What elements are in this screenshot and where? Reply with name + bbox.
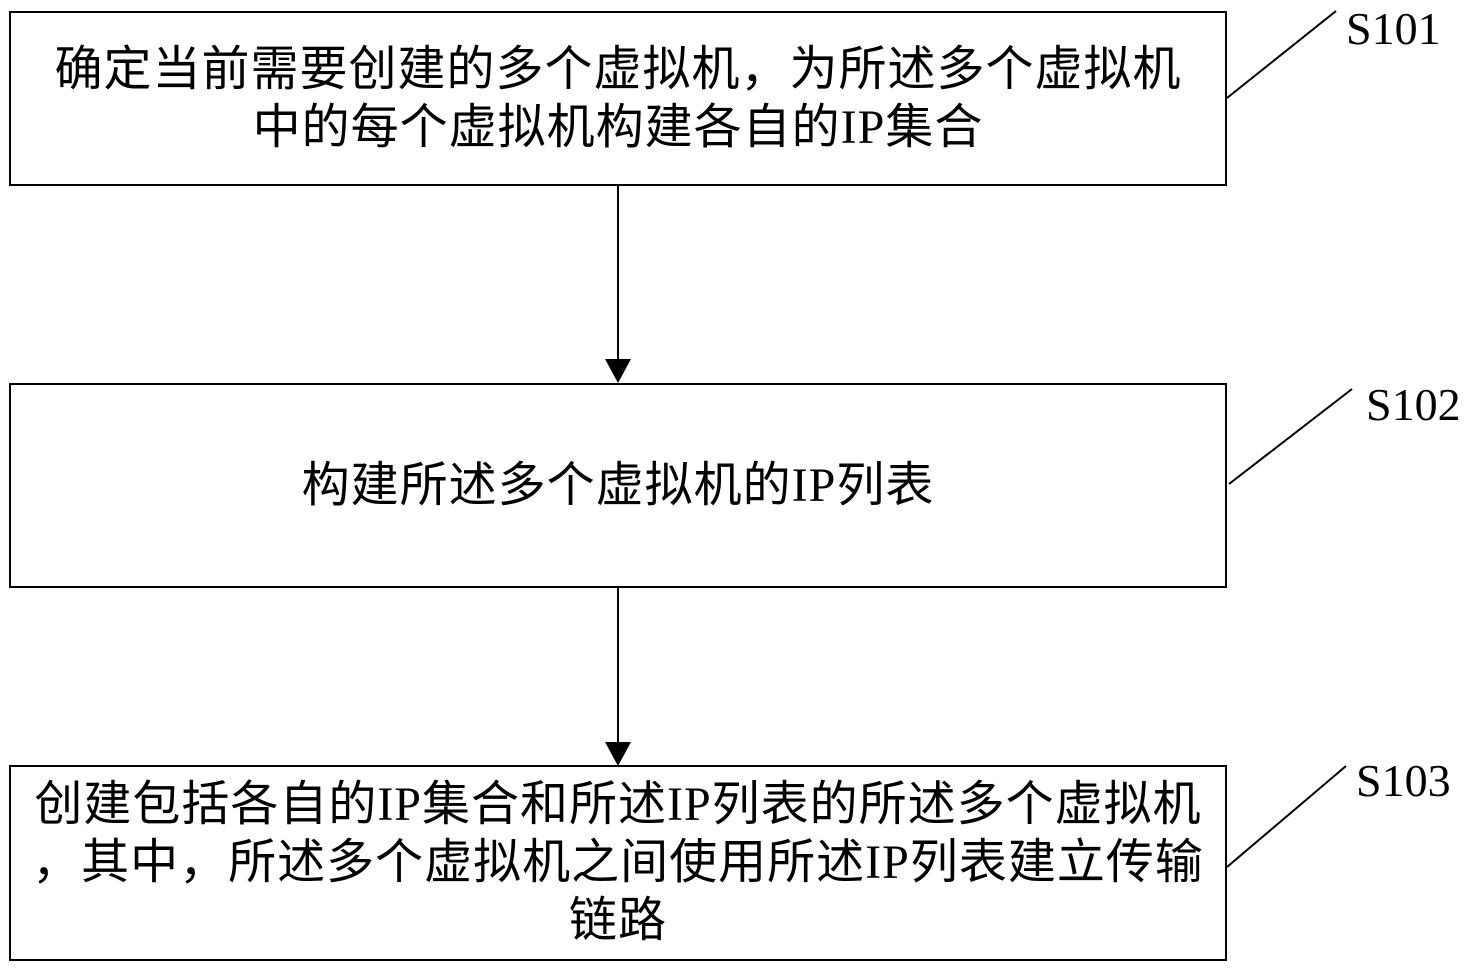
flow-arrow-s101-to-s102 (605, 186, 631, 383)
flow-arrow-s102-to-s103 (605, 588, 631, 766)
step-text-line: 链路 (568, 894, 667, 947)
arrowhead-icon (605, 742, 631, 766)
step-box-s102: 构建所述多个虚拟机的IP列表 (9, 383, 1227, 588)
step-text-line: ，其中，所述多个虚拟机之间使用所述IP列表建立传输 (32, 836, 1204, 889)
step-text-line: 中的每个虚拟机构建各自的IP集合 (252, 100, 984, 154)
leader-line-s102 (1228, 388, 1353, 485)
arrowhead-icon (605, 359, 631, 383)
step-text-line: 确定当前需要创建的多个虚拟机，为所述多个虚拟机 (54, 42, 1182, 96)
step-label-s101: S101 (1346, 3, 1441, 54)
step-label-s102: S102 (1366, 379, 1461, 430)
step-box-s101: 确定当前需要创建的多个虚拟机，为所述多个虚拟机 中的每个虚拟机构建各自的IP集合 (9, 11, 1227, 186)
step-text-line: 创建包括各自的IP集合和所述IP列表的所述多个虚拟机 (34, 778, 1202, 831)
leader-line-s103 (1226, 765, 1347, 868)
step-label-s103: S103 (1356, 755, 1451, 806)
leader-line-s101 (1226, 10, 1337, 99)
step-box-s103: 创建包括各自的IP集合和所述IP列表的所述多个虚拟机 ，其中，所述多个虚拟机之间… (9, 765, 1227, 961)
step-text-line: 构建所述多个虚拟机的IP列表 (301, 458, 935, 512)
